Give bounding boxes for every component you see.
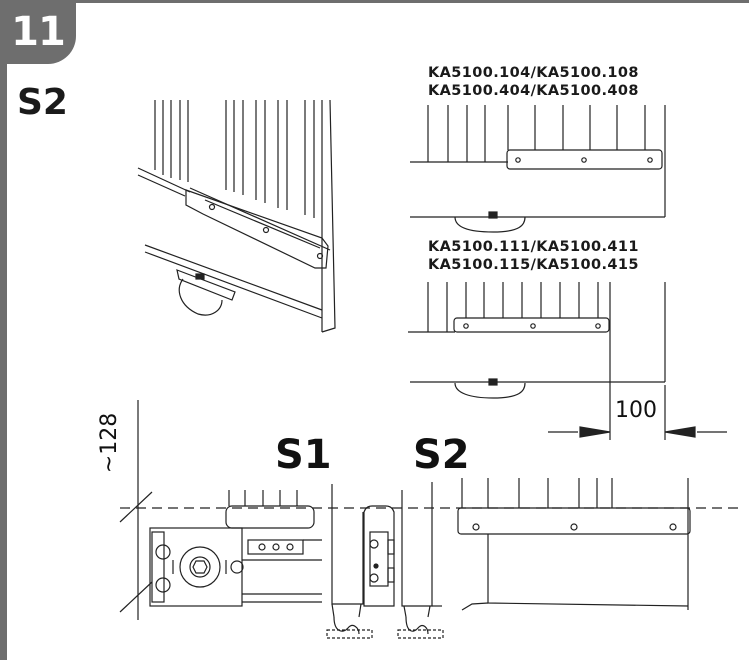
model-group-b-line2: KA5100.115/KA5100.415 [428, 257, 639, 273]
isometric-gate-view [137, 99, 336, 333]
model-group-b: KA5100.111/KA5100.411 KA5100.115/KA5100.… [428, 238, 639, 274]
side-view-group-b [408, 282, 727, 440]
height-dimension [119, 400, 153, 620]
offset-dimension-label: 100 [615, 398, 657, 423]
frame-left-border [0, 0, 7, 660]
frame-top-border [0, 0, 749, 3]
height-dimension-label: ~128 [97, 412, 122, 474]
gate-bottom-view [457, 478, 691, 611]
section-s2 [397, 482, 444, 639]
section-s1 [326, 484, 395, 639]
model-group-a: KA5100.104/KA5100.108 KA5100.404/KA5100.… [428, 64, 639, 100]
model-group-a-line2: KA5100.404/KA5100.408 [428, 83, 639, 99]
roller-carriage-view [149, 490, 322, 607]
model-group-b-line1: KA5100.111/KA5100.411 [428, 239, 639, 255]
model-group-a-line1: KA5100.104/KA5100.108 [428, 65, 639, 81]
step-number-badge: 11 [0, 0, 76, 64]
side-label: S2 [17, 82, 68, 123]
section-label-s1: S1 [275, 432, 332, 478]
side-view-group-a [410, 105, 666, 233]
section-label-s2: S2 [413, 432, 470, 478]
